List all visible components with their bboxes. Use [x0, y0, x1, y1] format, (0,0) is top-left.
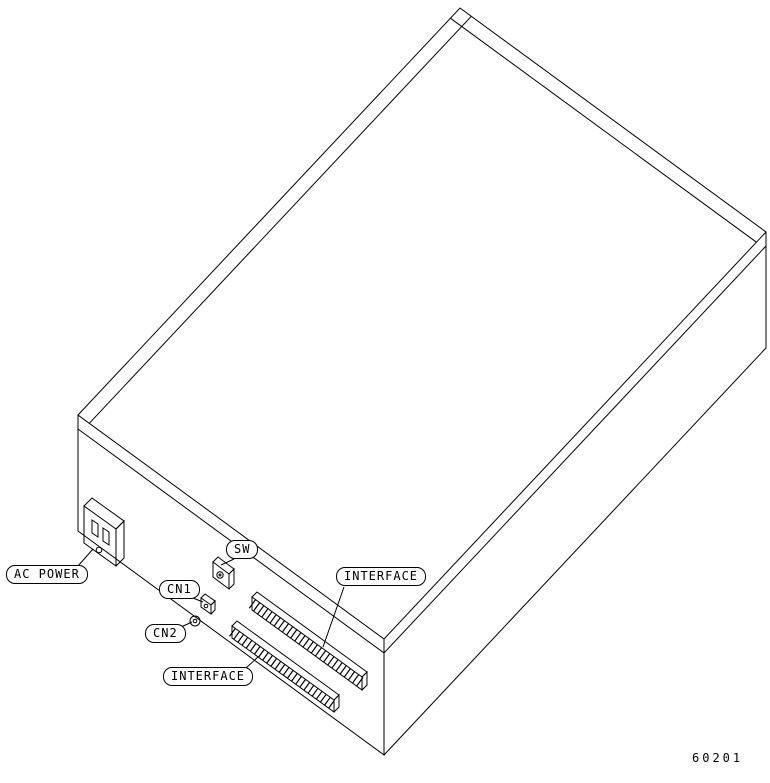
ac-inlet-ground-hole — [95, 546, 103, 554]
interface-bottom-topface — [231, 620, 340, 701]
power-switch — [212, 556, 235, 590]
connector-cn1 — [200, 593, 216, 615]
chassis-right-face — [383, 232, 767, 756]
ac-inlet-top — [83, 497, 125, 530]
interface-bottom-body — [231, 625, 335, 713]
lid-seam-right — [450, 17, 757, 243]
cn1-face — [200, 597, 212, 615]
switch-button — [216, 571, 224, 579]
ac-inlet-slot-left — [91, 519, 99, 538]
interface-connector-top — [248, 591, 368, 691]
label-interface-bottom: INTERFACE — [163, 667, 254, 686]
cn2-pin — [192, 618, 198, 624]
interface-connector-bottom — [229, 620, 340, 713]
ac-inlet-slot-right — [102, 527, 110, 546]
ac-inlet — [83, 497, 125, 567]
figure-number: 60201 — [692, 751, 744, 765]
cn1-pin — [203, 603, 209, 609]
switch-side — [228, 567, 235, 590]
chassis-top-face — [77, 7, 767, 640]
label-sw: SW — [226, 540, 259, 559]
label-interface-top: INTERFACE — [336, 567, 427, 586]
interface-bottom-contacts — [229, 627, 337, 711]
interface-bottom-endcap — [333, 693, 340, 713]
ac-inlet-side — [115, 519, 125, 567]
leader-ac-power — [77, 548, 94, 567]
chassis-front-face — [77, 415, 385, 756]
interface-top-endcap — [361, 670, 368, 691]
switch-button-dot — [218, 573, 222, 577]
leader-interface-top — [322, 586, 345, 648]
leader-cn1 — [192, 597, 204, 603]
cn2-ring — [189, 615, 201, 627]
label-cn1: CN1 — [159, 580, 200, 599]
interface-top-topface — [251, 591, 368, 678]
label-cn2: CN2 — [145, 624, 186, 643]
label-ac-power: AC POWER — [6, 565, 88, 584]
lid-seam-left — [88, 15, 472, 424]
ac-inlet-face — [83, 505, 117, 567]
lid-lip-line — [77, 245, 767, 654]
interface-top-contacts — [248, 599, 366, 688]
chassis — [77, 7, 767, 756]
leader-interface-bottom — [245, 656, 259, 669]
interface-top-body — [251, 596, 363, 691]
cn1-side — [210, 599, 216, 615]
leader-sw — [220, 558, 235, 566]
connector-cn2 — [189, 615, 201, 627]
